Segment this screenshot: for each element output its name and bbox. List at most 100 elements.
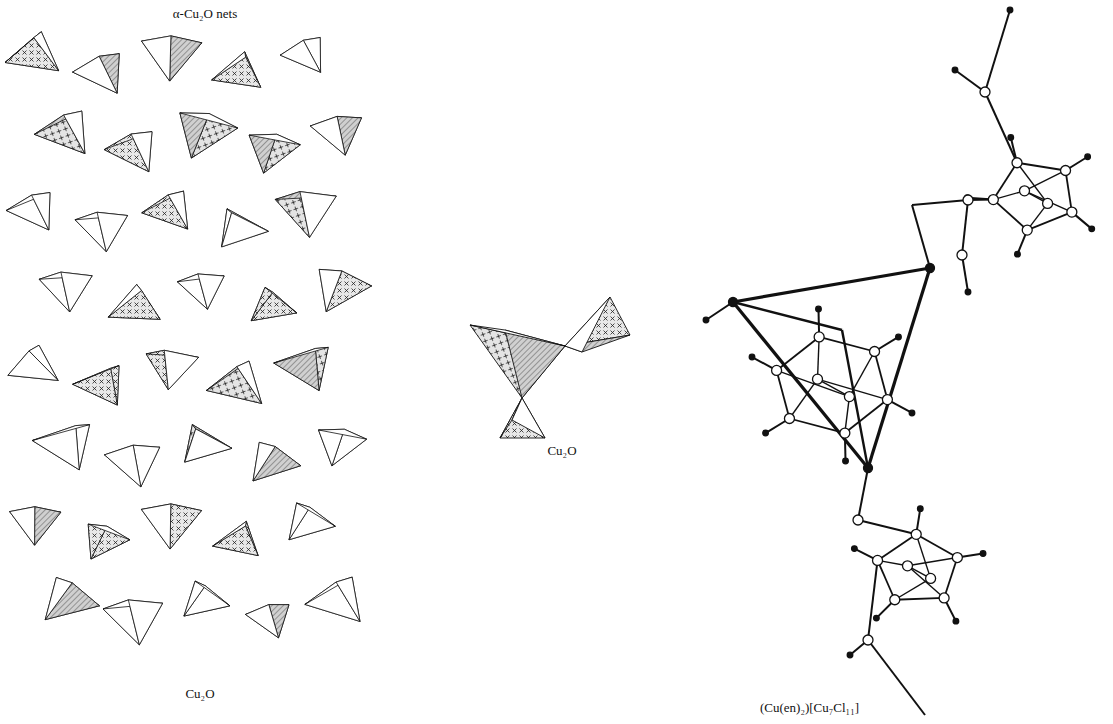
atom-ball <box>953 618 959 624</box>
bond-line <box>1025 170 1066 190</box>
tetrahedron-face <box>88 524 130 540</box>
tetrahedron-face <box>289 503 335 540</box>
atom-ball <box>1020 186 1030 196</box>
tetrahedron-face <box>213 521 247 546</box>
tetrahedron-face <box>470 325 565 346</box>
atom-ball <box>763 430 769 436</box>
tetrahedron-face <box>185 429 232 462</box>
atom-ball <box>1061 165 1071 175</box>
atom-ball <box>903 561 913 571</box>
tetrahedron-face <box>245 605 288 638</box>
tetrahedron-face <box>141 504 170 549</box>
tetrahedron-face <box>34 111 85 153</box>
atom-ball <box>980 551 986 557</box>
tetrahedron-face <box>249 134 277 173</box>
tetrahedron-face <box>45 578 72 620</box>
tetrahedron-face <box>61 272 92 312</box>
bond-line <box>878 560 895 599</box>
atom-ball <box>917 506 923 512</box>
tetrahedron-face <box>222 213 269 247</box>
atom-ball <box>749 354 755 360</box>
tetrahedron-face <box>280 38 320 73</box>
atom-ball <box>926 264 935 273</box>
tetrahedron-face <box>73 54 120 94</box>
tetrahedron-face <box>195 581 230 606</box>
tetrahedron-face <box>318 430 366 466</box>
tetrahedron-face <box>280 40 320 72</box>
tetrahedron-face <box>300 192 336 238</box>
tetrahedron-face <box>73 366 119 405</box>
atom-ball <box>926 573 936 583</box>
tetrahedron-face <box>318 429 344 466</box>
tetrahedron-face <box>8 345 58 380</box>
tetrahedron-face <box>237 361 262 403</box>
tetrahedron-face <box>305 577 360 621</box>
tetrahedron-face <box>131 132 152 172</box>
atom-ball <box>844 392 854 402</box>
atom-ball <box>952 67 958 73</box>
tetrahedron-face <box>319 269 342 311</box>
tetrahedron-face <box>34 32 59 71</box>
tetrahedron-face <box>212 52 246 80</box>
atom-ball <box>965 289 971 295</box>
bond-line <box>777 370 850 396</box>
tetrahedron-face <box>500 398 545 438</box>
tetrahedron-face <box>265 287 297 313</box>
bond-line <box>1017 163 1066 171</box>
tetrahedron-face <box>253 442 301 481</box>
tetrahedron-face <box>245 605 278 638</box>
tetrahedron-face <box>310 116 345 155</box>
tetrahedron-face <box>251 287 273 320</box>
bond-line <box>895 598 944 600</box>
bond-line <box>875 351 888 399</box>
bond-line <box>868 560 878 640</box>
tetrahedron-face <box>253 442 275 481</box>
tetrahedron-face <box>336 577 360 621</box>
structure-label: Cu₂O <box>185 686 214 702</box>
atom-ball <box>703 317 709 323</box>
atom-ball <box>911 529 921 539</box>
bond-line <box>912 205 930 268</box>
atom-ball <box>853 515 863 525</box>
tetrahedron-face <box>45 578 99 620</box>
tetrahedron-face <box>73 368 118 405</box>
tetrahedron-face <box>142 36 171 81</box>
bond-line <box>912 200 968 205</box>
atom-ball <box>1022 225 1032 235</box>
bond-line <box>868 268 930 468</box>
tetrahedron-face <box>128 600 162 645</box>
structure-label: Cu₂O <box>547 443 576 459</box>
tetrahedron-face <box>35 507 61 545</box>
bond-line <box>733 302 842 330</box>
bond-line <box>985 10 1010 92</box>
tetrahedron-face <box>88 524 130 559</box>
tetrahedron-face <box>213 521 258 555</box>
tetrahedron-face <box>198 274 224 309</box>
tetrahedron-face <box>319 269 371 311</box>
tetrahedron-face <box>180 113 238 158</box>
bond-line <box>895 578 931 599</box>
atom-ball <box>1089 226 1095 232</box>
atom-ball <box>1007 7 1013 13</box>
tetrahedron-face <box>185 425 232 463</box>
tetrahedron-face <box>505 330 565 398</box>
bond-line <box>733 268 930 302</box>
tetrahedron-face <box>32 193 50 230</box>
bond-line <box>858 520 916 534</box>
tetrahedron-face <box>170 504 201 549</box>
atom-ball <box>896 334 902 340</box>
bond-line <box>944 558 957 598</box>
atom-ball <box>864 464 873 473</box>
tetrahedron-face <box>180 113 238 128</box>
tetrahedron-face <box>249 135 300 173</box>
atom-ball <box>863 635 873 645</box>
tetrahedron-face <box>274 347 328 363</box>
atom-ball <box>952 553 962 563</box>
atom-ball <box>784 414 794 424</box>
atom-ball <box>816 306 822 312</box>
atom-ball <box>939 593 949 603</box>
atom-ball <box>813 374 823 384</box>
bond-line <box>985 92 1017 163</box>
atom-ball <box>870 346 880 356</box>
bond-line <box>868 640 925 715</box>
